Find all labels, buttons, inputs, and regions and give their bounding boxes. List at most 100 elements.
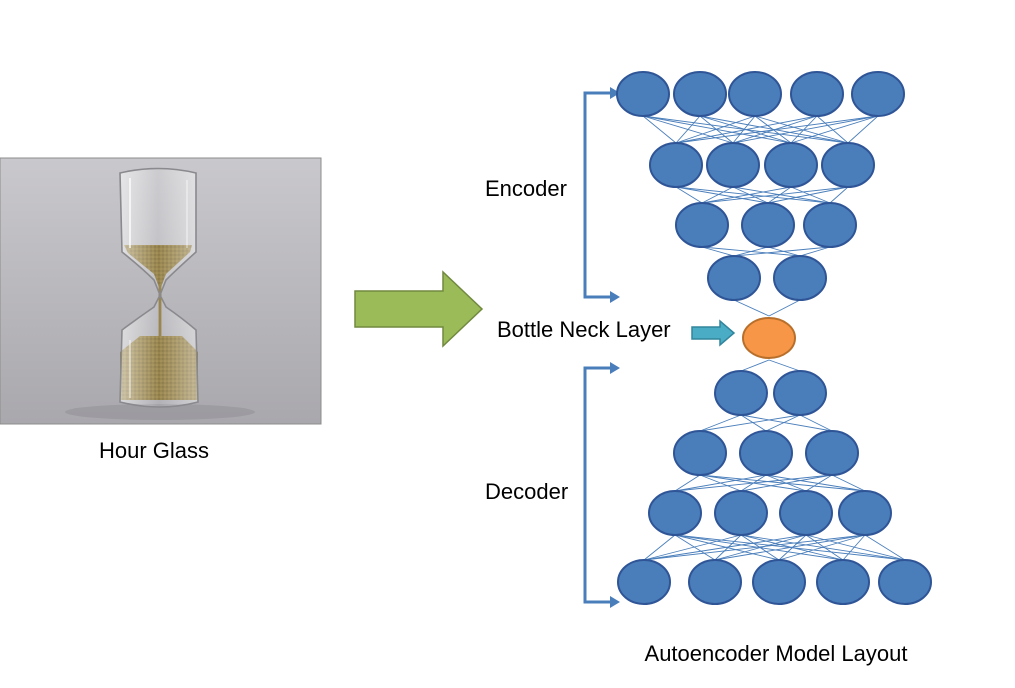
encoder-bracket-arrowhead [610, 87, 620, 99]
network-edge [778, 534, 866, 561]
network-edge [805, 534, 844, 561]
network-edge [675, 115, 756, 144]
network-edge [699, 474, 866, 492]
network-edge [740, 359, 770, 372]
network-edge [767, 186, 792, 204]
bottleneck-node [742, 317, 796, 359]
network-edge [765, 414, 801, 432]
decoder-bracket-arrowhead [610, 596, 620, 608]
network-edge [732, 115, 879, 144]
encoder-node [851, 71, 905, 117]
decoder-node [648, 490, 702, 536]
photo-caption: Hour Glass [99, 438, 209, 463]
encoder-bracket-arrowhead [610, 291, 620, 303]
network-edge [733, 246, 831, 257]
network-edge [805, 534, 906, 561]
encoder-node [741, 202, 795, 248]
network-edge [790, 186, 831, 204]
network-edge [675, 115, 879, 144]
decoder-node [805, 430, 859, 476]
decoder-node [752, 559, 806, 605]
decoder-node [878, 559, 932, 605]
network-edge [805, 474, 833, 492]
network-edge [732, 186, 831, 204]
network-edge [701, 186, 849, 204]
network-edge [714, 534, 742, 561]
network-edge [733, 246, 769, 257]
network-edge [643, 534, 742, 561]
network-edge [733, 299, 770, 317]
network-edge [699, 414, 801, 432]
network-edge [864, 534, 906, 561]
network-edge [790, 115, 879, 144]
network-edge [699, 414, 742, 432]
network-edge [714, 534, 866, 561]
decoder-node [617, 559, 671, 605]
decoder-node [714, 370, 768, 416]
encoder-node [821, 142, 875, 188]
network-edge [675, 115, 701, 144]
encoder-node [649, 142, 703, 188]
diagram-caption: Autoencoder Model Layout [645, 641, 908, 666]
encoder-node [675, 202, 729, 248]
network-edge [674, 474, 833, 492]
network-edge [674, 534, 716, 561]
decoder-node [688, 559, 742, 605]
network-edge [768, 359, 801, 372]
network-edge [765, 474, 866, 492]
network-edge [674, 474, 767, 492]
network-edge [816, 115, 849, 144]
encoder-node [764, 142, 818, 188]
network-edge [740, 474, 833, 492]
decoder-bracket [583, 366, 612, 604]
network-edge [740, 414, 767, 432]
network-edge [842, 534, 866, 561]
transform-arrow [354, 270, 484, 348]
network-edge [701, 246, 735, 257]
encoder-node [773, 255, 827, 301]
network-edge [675, 186, 703, 204]
network-edge [675, 115, 818, 144]
encoder-node [673, 71, 727, 117]
network-edge [675, 186, 769, 204]
network-edges [642, 115, 906, 561]
decoder-node [714, 490, 768, 536]
network-edge [732, 115, 756, 144]
encoder-bracket [583, 91, 612, 299]
network-edge [675, 186, 831, 204]
network-edge [643, 534, 866, 561]
hourglass-photo [0, 157, 322, 425]
network-edge [643, 534, 807, 561]
network-edge [799, 414, 833, 432]
network-edge [701, 186, 734, 204]
decoder-bracket-arrowhead [610, 362, 620, 374]
network-edge [829, 186, 849, 204]
encoder-node [790, 71, 844, 117]
network-edge [767, 186, 849, 204]
network-edge [847, 115, 879, 144]
layer-brackets [583, 87, 620, 608]
encoder-node [706, 142, 760, 188]
network-edge [642, 115, 677, 144]
network-edge [674, 474, 701, 492]
decoder-node [838, 490, 892, 536]
network-edge [768, 299, 801, 317]
decoder-node [673, 430, 727, 476]
network-edge [799, 246, 831, 257]
network-edge [754, 115, 849, 144]
encoder-node [728, 71, 782, 117]
encoder-node [616, 71, 670, 117]
decoder-node [816, 559, 870, 605]
encoder-node [803, 202, 857, 248]
network-edge [714, 534, 807, 561]
network-edge [643, 534, 676, 561]
network-nodes [616, 71, 932, 605]
network-edge [831, 474, 866, 492]
network-edge [732, 186, 769, 204]
bottleneck-pointer-arrow [691, 319, 736, 347]
decoder-node [739, 430, 793, 476]
network-edge [740, 414, 833, 432]
encoder-label: Encoder [485, 176, 567, 201]
decoder-node [773, 370, 827, 416]
